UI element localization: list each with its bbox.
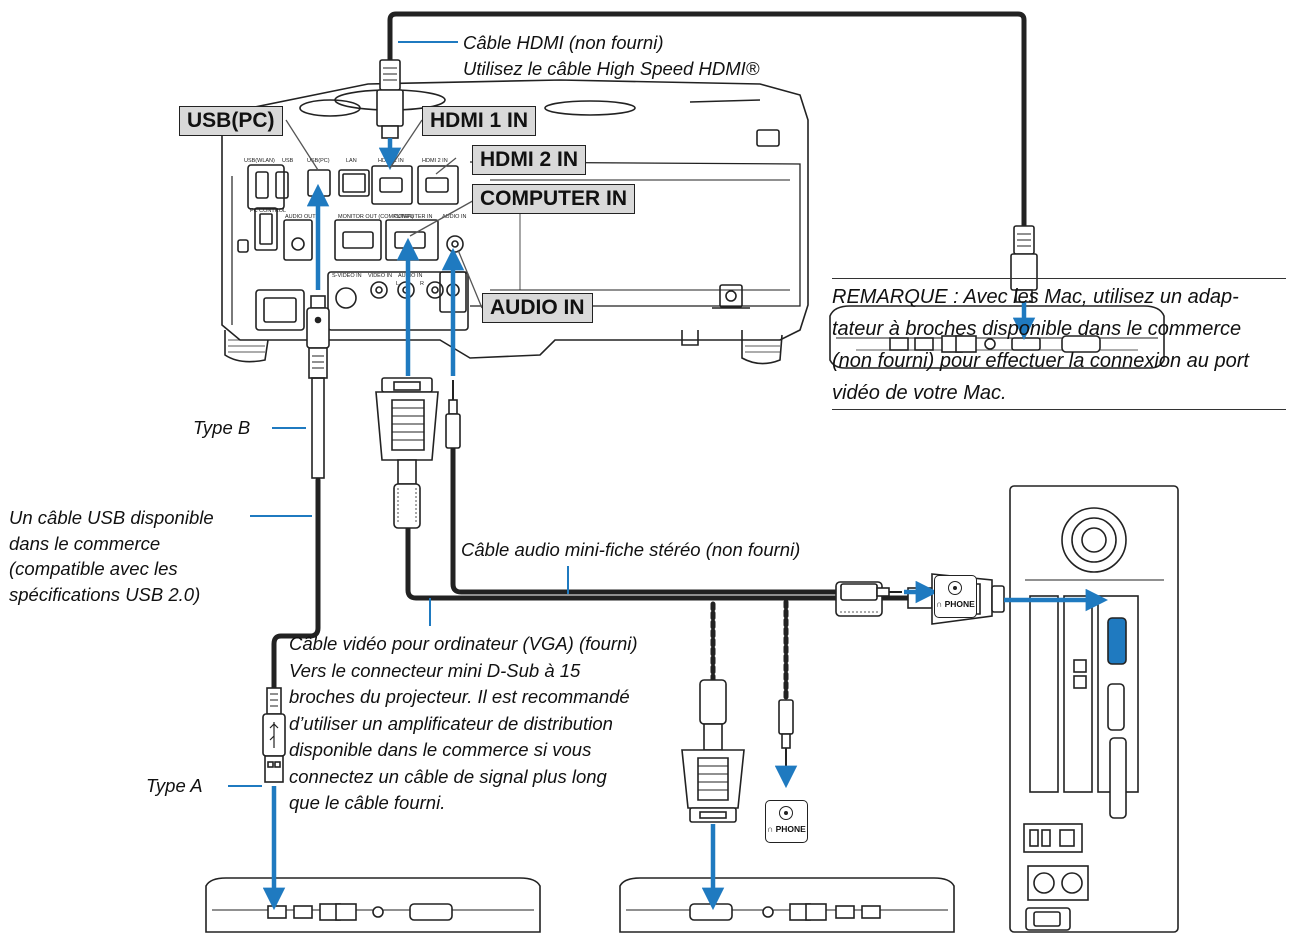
port-label-usb-wlan: USB(WLAN) <box>244 158 275 164</box>
port-label-audio-out: AUDIO OUT <box>285 214 316 220</box>
port-label-r: R <box>420 281 424 287</box>
phone-label: ∩ PHONE <box>936 599 975 609</box>
audio-cable-caption: Câble audio mini-fiche stéréo (non fourn… <box>461 539 801 560</box>
vga-cable-caption: Câble vidéo pour ordinateur (VGA) (fourn… <box>289 633 638 813</box>
port-label-computer-in: COMPUTER IN <box>394 214 433 220</box>
port-label-audio-in: AUDIO IN <box>442 214 466 220</box>
label-audio-in: AUDIO IN <box>482 293 593 323</box>
port-label-video-in: VIDEO IN <box>368 273 392 279</box>
port-label-pc-control: PC CONTROL <box>250 208 286 214</box>
port-label-lan: LAN <box>346 158 357 164</box>
port-label-hdmi2: HDMI 2 IN <box>422 158 448 164</box>
audio-plug-projector <box>445 380 461 449</box>
hdmi-cable <box>387 11 1027 231</box>
audio-cable <box>453 436 700 596</box>
usb-b-plug <box>306 295 330 479</box>
audio-plug-pc <box>840 583 902 601</box>
label-hdmi2-in: HDMI 2 IN <box>472 145 587 175</box>
port-label-monitor-out: MONITOR OUT (COMPUTER) <box>338 214 414 220</box>
leader-lines <box>228 41 569 787</box>
label-connectors <box>285 119 483 309</box>
headphone-jack-icon <box>948 581 962 595</box>
type-a-caption: Type A <box>146 775 203 796</box>
hdmi-cable-caption: Câble HDMI (non fourni) Utilisez le câbl… <box>463 32 760 79</box>
connection-arrows <box>262 138 1109 911</box>
label-computer-in: COMPUTER IN <box>472 184 635 214</box>
port-label-usb: USB <box>282 158 294 164</box>
usb-cable-caption: Un câble USB disponible dans le commerce… <box>9 507 214 605</box>
type-b-caption: Type B <box>193 417 251 438</box>
phone-jack-pc: ∩ PHONE <box>934 575 977 618</box>
label-hdmi1-in: HDMI 1 IN <box>422 106 537 136</box>
label-usb-pc: USB(PC) <box>179 106 283 136</box>
mac-note: REMARQUE : Avec les Mac, utilisez un ada… <box>832 278 1286 410</box>
laptop-vga <box>619 877 955 933</box>
usb-cable <box>271 477 321 773</box>
headphone-jack-icon <box>779 806 793 820</box>
audio-plug-laptop2 <box>778 699 794 768</box>
desktop-tower <box>1009 485 1179 933</box>
phone-label: ∩ PHONE <box>767 824 806 834</box>
laptop-hdmi <box>829 305 1165 369</box>
port-label-usb-pc: USB(PC) <box>307 158 330 164</box>
cables <box>271 11 1027 773</box>
vga-plug-laptop2 <box>681 679 745 823</box>
port-label-svideo-in: S-VIDEO IN <box>332 273 362 279</box>
laptop-usb <box>205 877 541 933</box>
usb-a-plug <box>262 687 286 783</box>
port-label-l: L <box>396 281 399 287</box>
vga-cable <box>405 525 839 601</box>
phone-jack-laptop: ∩ PHONE <box>765 800 808 843</box>
vga-plug-projector <box>375 377 439 529</box>
